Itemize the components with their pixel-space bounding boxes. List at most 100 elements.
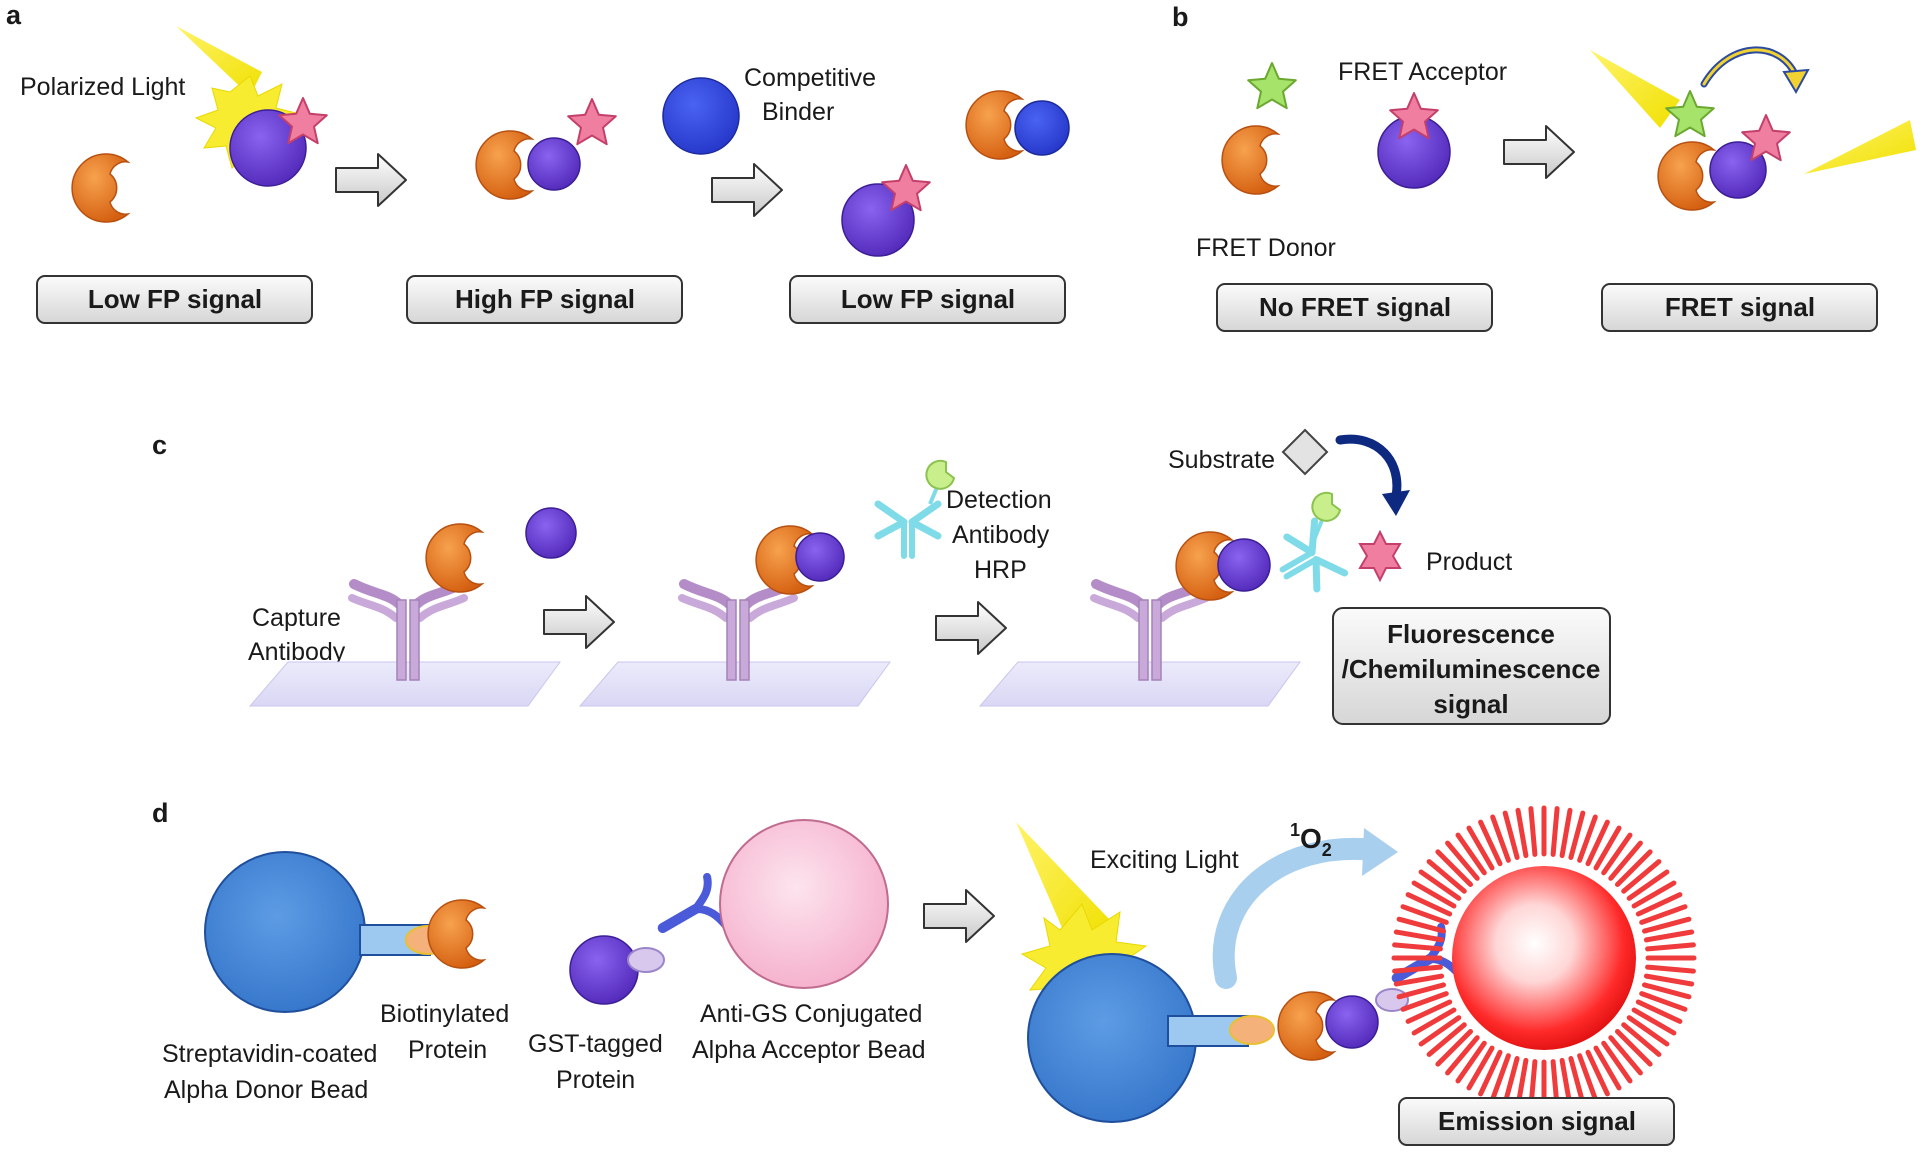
emission-burst [1391,805,1697,1111]
reaction-arrow [1335,434,1402,501]
emission-ray [1396,916,1446,934]
emission-ray [1631,1007,1677,1036]
emission-ray [1639,904,1688,925]
signal-box-fluorescence: Fluorescence /Chemiluminescence signal [1332,607,1611,725]
emission-ray [1577,1053,1598,1102]
emission-ray [1411,1007,1457,1036]
signal-box-low-fp-1: Low FP signal [36,275,313,324]
emission-ray [1621,859,1662,894]
signal-label-line3: signal [1433,689,1508,719]
donor-star-green [1247,62,1297,110]
emission-ray [1445,1035,1480,1076]
signal-box-high-fp: High FP signal [406,275,683,324]
plate-surface-2 [578,661,891,707]
emission-ray [1502,810,1520,860]
emission-ray [1396,982,1446,1000]
emission-ray [1601,1040,1633,1084]
emission-ray [1490,814,1511,863]
competitive-binder-bound [1014,100,1070,156]
emission-ray [1568,1056,1586,1106]
emission-ray [1631,880,1677,909]
panel-c-letter: c [152,430,167,460]
emission-ray [1585,1049,1610,1097]
emission-ray [1601,832,1633,876]
emission-ray [1426,1022,1467,1057]
emission-ray [1400,904,1449,925]
emission-ray [1559,807,1573,859]
emission-ray [1643,973,1695,987]
emission-ray [1642,916,1692,934]
emission-ray [1411,880,1457,909]
panel-a-letter: a [6,0,22,30]
emission-beam [1804,120,1916,174]
signal-box-fret: FRET signal [1601,283,1878,332]
emission-ray [1455,832,1487,876]
analyte-ball-bound [1217,538,1271,592]
gst-protein-label-line2: Protein [556,1066,635,1094]
competitive-binder-ball [662,77,740,155]
arrow-b [1503,125,1575,179]
panel-b-letter: b [1172,2,1189,32]
emission-ray [1418,869,1462,901]
arrow-d [923,889,995,943]
signal-label: FRET signal [1665,292,1815,322]
substrate-label: Substrate [1168,446,1275,474]
fluorophore-star [567,98,617,146]
emission-ray [1639,991,1688,1012]
hrp-enzyme-icon [1311,491,1342,522]
emission-ray [1515,807,1529,859]
emission-ray [1435,849,1473,887]
fret-acceptor-label: FRET Acceptor [1338,58,1507,86]
emission-ray [1621,1022,1662,1057]
analyte-ball [525,507,577,559]
emission-ray [1626,1015,1670,1047]
emission-ray [1445,840,1480,881]
panel-d-letter: d [152,798,169,828]
substrate-diamond [1281,428,1329,476]
emission-ray [1478,1049,1503,1097]
panel-a: a Polarized Light Competitive Binder Low… [6,0,1070,324]
purple-ligand [229,109,307,187]
emission-ray [1405,892,1453,917]
biotinylated-protein-label-line2: Protein [408,1036,487,1064]
emission-ray [1400,991,1449,1012]
biotinylated-protein-label-line1: Biotinylated [380,1000,509,1028]
exciting-light-label: Exciting Light [1090,846,1239,874]
emission-ray [1626,869,1670,901]
donor-bead [204,851,366,1013]
gst-tag [627,947,665,973]
panel-d: d Streptavidin-coated Alpha Donor Bead B… [152,798,1697,1146]
gst-tagged-protein-ball [569,935,639,1005]
analyte-ball-bound [795,532,845,582]
detection-antibody-label-line1: Detection [946,486,1052,514]
detection-antibody-label-line2: Antibody [952,521,1050,549]
emission-ray [1635,999,1683,1024]
emission-ray [1608,840,1643,881]
product-label: Product [1426,548,1512,576]
emission-ray [1635,892,1683,917]
emission-ray [1585,819,1610,867]
emission-ray [1478,819,1503,867]
emission-ray [1645,942,1696,952]
plate-surface-3 [978,661,1301,707]
competitive-binder-label-line1: Competitive [744,64,876,92]
signal-box-emission: Emission signal [1398,1097,1675,1146]
emission-ray [1392,964,1443,974]
emission-ray [1393,929,1445,943]
panel-b: b FRET Acceptor FRET Donor No FRET signa… [1172,2,1916,332]
detection-antibody-bound [1270,521,1345,599]
emission-ray [1392,942,1443,952]
signal-label-line2: /Chemiluminescence [1342,654,1601,684]
excitation-beam [1590,50,1680,128]
emission-ray [1405,999,1453,1024]
signal-label: Low FP signal [88,284,262,314]
donor-bead-label-line2: Alpha Donor Bead [164,1076,368,1104]
emission-ray [1593,825,1622,871]
panel-c: c Capture Antibody Detection Antibody HR… [152,428,1611,725]
emission-ray [1615,1029,1653,1067]
acceptor-bead-label-line1: Anti-GS Conjugated [700,1000,922,1028]
emission-ray [1528,806,1538,857]
capture-antibody-label-line2: Antibody [248,638,346,666]
emission-ray [1466,1045,1495,1091]
